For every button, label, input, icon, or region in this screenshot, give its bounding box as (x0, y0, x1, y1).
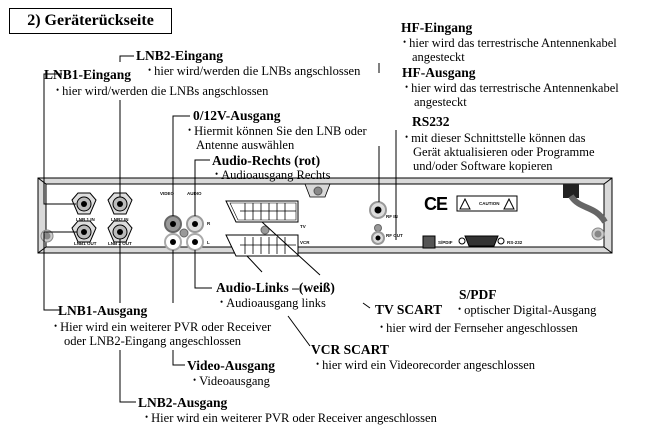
label-caution: CAUTION (479, 201, 500, 206)
screw-icon (313, 186, 323, 196)
lnb2-out-connector (107, 220, 133, 243)
callout-rs232-desc-1: •mit dieser Schnittstelle können das (405, 131, 586, 145)
callout-video-ausgang-heading: Video-Ausgang (187, 358, 276, 373)
callout-rs232-heading: RS232 (412, 114, 450, 129)
callout-lnb2-ausgang-heading: LNB2-Ausgang (138, 395, 228, 410)
rf-out-connector (371, 231, 385, 245)
callout-spdif-desc: •optischer Digital-Ausgang (458, 303, 597, 317)
tv-scart-connector (225, 200, 299, 223)
caution-label (456, 195, 518, 212)
callout-0-12v-desc-1: •Hiermit können Sie den LNB oder (188, 124, 367, 138)
rca-audio-right-connector (186, 215, 204, 233)
label-video: VIDEO (160, 191, 175, 196)
callout-vcr-scart-heading: VCR SCART (311, 342, 389, 357)
callout-audio-links-desc: •Audioausgang links (220, 296, 326, 310)
callout-lnb2-ausgang-desc: •Hier wird ein weiterer PVR oder Receive… (145, 411, 437, 425)
callout-hf-eingang-desc-2: angesteckt (412, 50, 465, 64)
lnb2-in-connector (107, 192, 133, 215)
callout-audio-rechts-heading: Audio-Rechts (rot) (212, 153, 321, 168)
label-lnb1-out: LNB1 OUT (74, 241, 97, 246)
callout-lnb1-eingang-heading: LNB1-Eingang (44, 67, 132, 82)
screw-icon (260, 225, 270, 235)
label-lnb1-in: LNB 1 IN (76, 217, 95, 222)
callout-hf-ausgang-desc-2: angesteckt (414, 95, 467, 109)
rca-video-connector (164, 233, 182, 251)
rca-audio-left-connector (186, 233, 204, 251)
callout-spdif-heading: S/PDF (459, 287, 497, 302)
callout-audio-rechts-desc: •Audioausgang Rechts (215, 168, 331, 182)
label-audio: AUDIO (187, 191, 202, 196)
leader-lines (43, 55, 397, 403)
label-rf-in: RF IN (386, 214, 398, 219)
rf-in-connector (369, 201, 387, 219)
lnb1-out-connector (71, 220, 97, 243)
spdif-connector (422, 235, 436, 249)
screw-icon (179, 228, 189, 238)
page-title: 2) Geräterückseite (9, 8, 172, 34)
label-lnb2-out: LNB 2 OUT (108, 241, 132, 246)
screw-icon (594, 230, 602, 238)
callout-lnb1-ausgang-desc-1: •Hier wird ein weiterer PVR oder Receive… (54, 320, 272, 334)
callout-lnb1-ausgang-heading: LNB1-Ausgang (58, 303, 148, 318)
callout-rs232-desc-2: Gerät aktualisieren oder Programme (413, 145, 595, 159)
power-cable (563, 184, 608, 224)
ce-mark: CE (424, 194, 448, 214)
callout-lnb2-eingang-desc: •hier wird/werden die LNBs angschlossen (148, 64, 361, 78)
callout-rs232-desc-3: und/oder Software kopieren (413, 159, 553, 173)
callout-hf-ausgang-heading: HF-Ausgang (402, 65, 476, 80)
callout-audio-links-heading: Audio-Links –(weiß) (216, 280, 335, 295)
callout-hf-eingang-desc-1: •hier wird das terrestrische Antennenkab… (403, 36, 617, 50)
label-vcr: VCR (300, 240, 310, 245)
callout-lnb2-eingang-heading: LNB2-Eingang (136, 48, 224, 63)
label-lnb2-in: LNB2 IN (111, 217, 129, 222)
callout-tv-scart-desc: •hier wird der Fernseher angeschlossen (380, 321, 578, 335)
callout-0-12v-desc-2: Antenne auswählen (196, 138, 295, 152)
screw-icon (374, 224, 382, 232)
rs232-connector (458, 235, 505, 247)
label-spdif: S/PDIF (438, 240, 453, 245)
callout-hf-ausgang-desc-1: •hier wird das terrestrische Antennenkab… (405, 81, 619, 95)
callout-vcr-scart-desc: •hier wird ein Videorecorder angeschloss… (316, 358, 535, 372)
rca-0-12v-connector (164, 215, 182, 233)
callout-lnb1-eingang-desc: •hier wird/werden die LNBs angschlossen (56, 84, 269, 98)
lnb1-in-connector (71, 192, 97, 215)
label-tv: TV (300, 224, 306, 229)
label-rf-out: RF OUT (386, 233, 403, 238)
callout-0-12v-heading: 0/12V-Ausgang (193, 108, 281, 123)
label-rs232: RS-232 (507, 240, 523, 245)
label-l: L (207, 240, 210, 245)
callout-video-ausgang-desc: •Videoausgang (193, 374, 270, 388)
label-r: R (207, 221, 211, 226)
callout-tv-scart-heading: TV SCART (375, 302, 443, 317)
callout-lnb1-ausgang-desc-2: oder LNB2-Eingang angeschlossen (64, 334, 242, 348)
screw-icon (43, 232, 51, 240)
callout-hf-eingang-heading: HF-Eingang (401, 20, 473, 35)
